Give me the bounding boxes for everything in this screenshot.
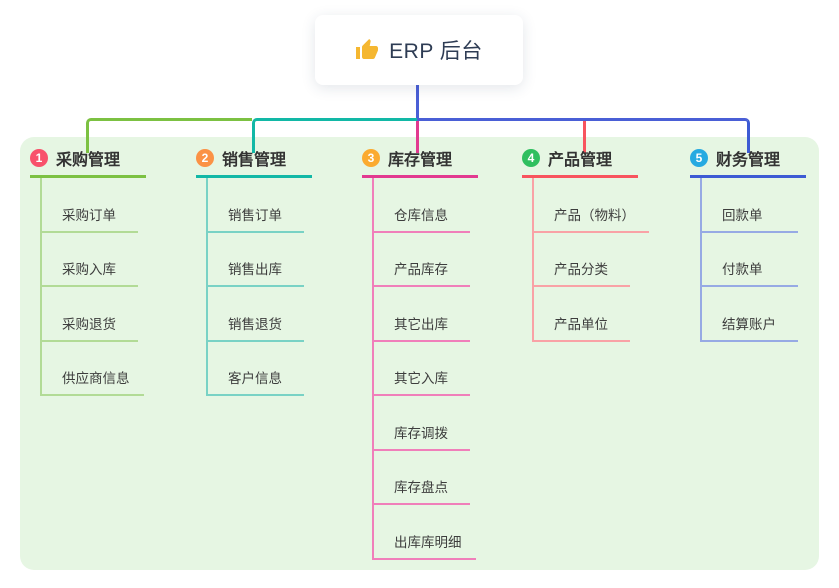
branch-children: 仓库信息产品库存其它出库其它入库库存调拨库存盘点出库库明细 (372, 178, 512, 560)
branch-title: 财务管理 (716, 151, 781, 169)
branch-title: 销售管理 (222, 151, 287, 169)
branch-title: 库存管理 (388, 151, 453, 169)
child-node[interactable]: 采购入库 (42, 233, 138, 287)
child-node[interactable]: 采购退货 (42, 287, 138, 342)
branch-children: 销售订单销售出库销售退货客户信息 (206, 178, 346, 396)
branch-采购管理: 1 采购管理采购订单采购入库采购退货供应商信息 (30, 146, 180, 396)
branch-children: 产品（物料）产品分类产品单位 (532, 178, 672, 342)
child-node[interactable]: 产品分类 (534, 233, 630, 287)
child-node[interactable]: 产品单位 (534, 287, 630, 342)
child-node[interactable]: 销售退货 (208, 287, 304, 342)
branch-header[interactable]: 3 库存管理 (362, 146, 478, 178)
drop-line-branch3 (416, 121, 419, 153)
branch-销售管理: 2 销售管理销售订单销售出库销售退货客户信息 (196, 146, 346, 396)
branch-title: 产品管理 (548, 151, 613, 169)
branch-children: 采购订单采购入库采购退货供应商信息 (40, 178, 180, 396)
root-title: ERP 后台 (389, 40, 483, 63)
branch-title: 采购管理 (56, 151, 121, 169)
child-node[interactable]: 产品（物料） (534, 178, 649, 233)
child-node[interactable]: 结算账户 (702, 287, 798, 342)
branch-number-badge: 5 (690, 148, 708, 167)
branch-财务管理: 5 财务管理回款单付款单结算账户 (690, 146, 839, 342)
child-node[interactable]: 销售出库 (208, 233, 304, 287)
child-node[interactable]: 付款单 (702, 233, 798, 287)
branch-header[interactable]: 5 财务管理 (690, 146, 806, 178)
branch-header[interactable]: 2 销售管理 (196, 146, 312, 178)
branch-children: 回款单付款单结算账户 (700, 178, 839, 342)
child-node[interactable]: 供应商信息 (42, 342, 144, 396)
branch-number-badge: 3 (362, 148, 380, 167)
child-node[interactable]: 库存调拨 (374, 396, 470, 451)
bus-segment-branch1 (86, 118, 252, 153)
branch-库存管理: 3 库存管理仓库信息产品库存其它出库其它入库库存调拨库存盘点出库库明细 (362, 146, 512, 560)
child-node[interactable]: 库存盘点 (374, 451, 470, 505)
branch-产品管理: 4 产品管理产品（物料）产品分类产品单位 (522, 146, 672, 342)
root-stem-line (416, 85, 419, 121)
child-node[interactable]: 其它出库 (374, 287, 470, 342)
branch-header[interactable]: 4 产品管理 (522, 146, 638, 178)
branch-number-badge: 4 (522, 148, 540, 167)
child-node[interactable]: 销售订单 (208, 178, 304, 233)
child-node[interactable]: 出库库明细 (374, 505, 476, 560)
branches-panel (20, 137, 819, 570)
child-node[interactable]: 其它入库 (374, 342, 470, 396)
drop-line-branch4 (583, 121, 586, 153)
root-node[interactable]: ERP 后台 (315, 15, 523, 85)
bus-segment-branch5 (417, 118, 750, 153)
child-node[interactable]: 产品库存 (374, 233, 470, 287)
child-node[interactable]: 仓库信息 (374, 178, 470, 233)
thumbs-up-icon (355, 38, 379, 62)
branch-number-badge: 2 (196, 148, 214, 167)
child-node[interactable]: 采购订单 (42, 178, 138, 233)
child-node[interactable]: 客户信息 (208, 342, 304, 396)
child-node[interactable]: 回款单 (702, 178, 798, 233)
branch-number-badge: 1 (30, 148, 48, 167)
branch-header[interactable]: 1 采购管理 (30, 146, 146, 178)
bus-segment-branch2 (252, 118, 417, 153)
